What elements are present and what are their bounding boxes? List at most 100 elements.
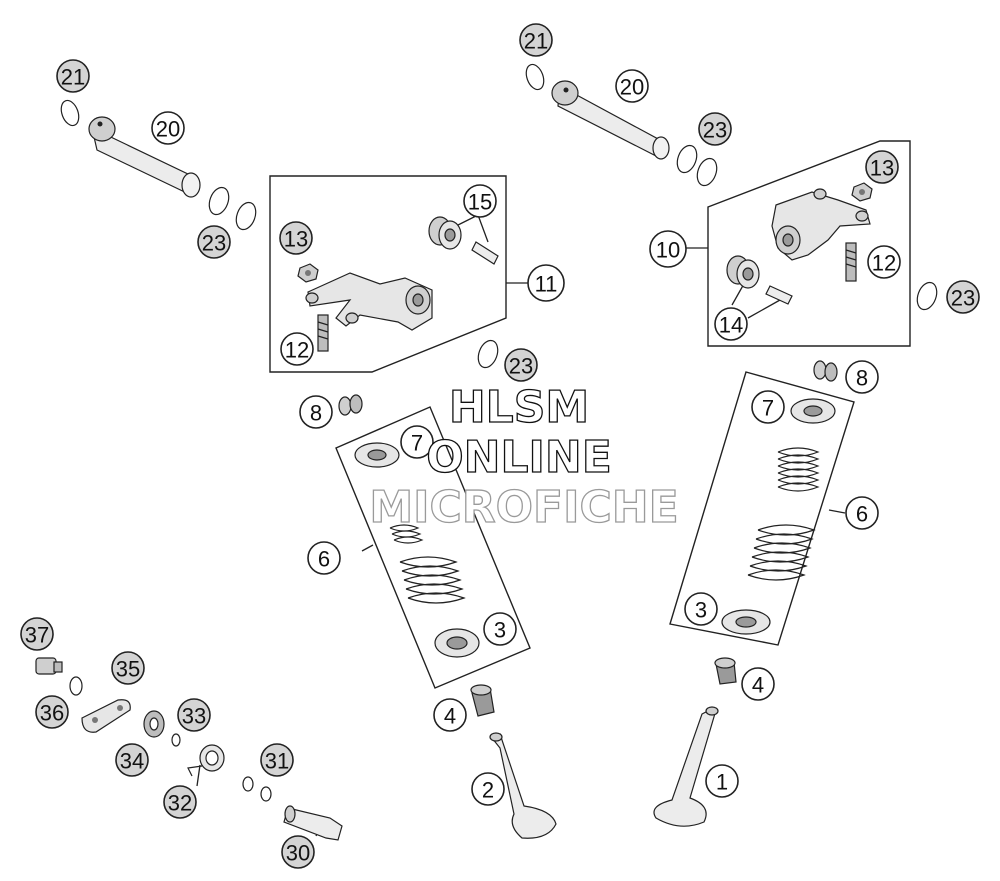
callout-8-right: 8 xyxy=(845,360,879,394)
svg-text:7: 7 xyxy=(762,396,774,421)
svg-text:10: 10 xyxy=(656,238,680,263)
adjust-screw-12-right xyxy=(845,242,857,282)
spring-seat-3-left xyxy=(434,628,480,658)
callout-33: 33 xyxy=(177,698,211,732)
svg-text:12: 12 xyxy=(285,338,309,363)
outer-spring-6-left xyxy=(399,556,466,604)
bushing-34 xyxy=(143,710,165,738)
svg-text:30: 30 xyxy=(286,841,310,866)
washer-23-mid xyxy=(477,339,499,369)
roller-15-left xyxy=(428,216,462,250)
shaft-30 xyxy=(283,805,343,841)
callout-31: 31 xyxy=(260,743,294,777)
rocker-arm-right xyxy=(771,188,871,261)
lever-35 xyxy=(81,699,131,733)
svg-text:6: 6 xyxy=(856,502,868,527)
svg-text:20: 20 xyxy=(156,117,180,142)
outer-spring-6-right xyxy=(747,524,816,581)
callout-36: 36 xyxy=(35,695,69,729)
svg-text:37: 37 xyxy=(25,623,49,648)
spring-retainer-7-left xyxy=(354,442,400,468)
svg-text:13: 13 xyxy=(284,227,308,252)
washers-23-left xyxy=(208,186,257,231)
callout-14: 14 xyxy=(714,307,748,341)
svg-text:36: 36 xyxy=(40,701,64,726)
callout-20-left: 20 xyxy=(151,111,185,145)
o-ring-21-right xyxy=(525,63,545,91)
callout-23-side-right: 23 xyxy=(946,280,980,314)
callout-21-right: 21 xyxy=(519,23,553,57)
svg-text:8: 8 xyxy=(856,366,868,391)
stem-seal-4-right xyxy=(714,657,737,685)
rocker-arm-right-frame xyxy=(707,140,911,347)
svg-text:33: 33 xyxy=(182,704,206,729)
inner-spring-6-right xyxy=(777,447,820,492)
spring-retainer-7-right xyxy=(790,398,836,424)
svg-text:14: 14 xyxy=(719,313,743,338)
washer-36 xyxy=(69,676,83,696)
o-ring-33 xyxy=(171,733,181,747)
svg-text:2: 2 xyxy=(482,778,494,803)
callout-30: 30 xyxy=(281,835,315,869)
svg-text:8: 8 xyxy=(310,401,322,426)
watermark: HLSM ONLINE MICROFICHE xyxy=(369,381,680,533)
svg-text:11: 11 xyxy=(535,272,558,297)
callout-32: 32 xyxy=(163,785,197,819)
svg-text:3: 3 xyxy=(695,598,707,623)
rocker-arm-left xyxy=(305,272,433,331)
spring-seat-3-right xyxy=(721,609,771,635)
callout-4-left: 4 xyxy=(433,698,467,732)
torsion-spring-32 xyxy=(187,744,225,777)
callout-4-right: 4 xyxy=(741,667,775,701)
callout-8-left: 8 xyxy=(299,395,333,429)
svg-text:21: 21 xyxy=(61,65,85,90)
svg-text:20: 20 xyxy=(620,75,644,100)
svg-text:12: 12 xyxy=(872,251,896,276)
callout-3-left: 3 xyxy=(483,612,517,646)
watermark-line-1: HLSM xyxy=(449,382,589,433)
callout-6-right: 6 xyxy=(845,496,879,530)
callout-21-left: 21 xyxy=(56,59,90,93)
nut-13-left xyxy=(297,263,319,283)
svg-text:15: 15 xyxy=(468,190,492,215)
callout-2: 2 xyxy=(471,772,505,806)
o-rings-31 xyxy=(242,776,272,802)
rocker-arm-left-frame xyxy=(269,175,507,373)
callout-20-right: 20 xyxy=(615,69,649,103)
stem-seal-4-left xyxy=(470,684,495,717)
callout-15: 15 xyxy=(463,184,497,218)
svg-text:4: 4 xyxy=(752,673,764,698)
svg-text:23: 23 xyxy=(951,286,975,311)
svg-text:23: 23 xyxy=(509,354,533,379)
svg-text:4: 4 xyxy=(444,704,456,729)
nut-13-right xyxy=(851,182,873,202)
callout-34: 34 xyxy=(115,743,149,777)
roller-pin-15-left xyxy=(471,241,499,265)
adjust-screw-12-left xyxy=(317,314,329,352)
callout-12-left: 12 xyxy=(280,332,314,366)
callout-11: 11 xyxy=(527,264,565,302)
callout-6-left: 6 xyxy=(307,541,341,575)
svg-text:3: 3 xyxy=(494,618,506,643)
callout-7-left: 7 xyxy=(400,425,434,459)
svg-text:35: 35 xyxy=(116,657,140,682)
callout-3-right: 3 xyxy=(684,592,718,626)
svg-text:31: 31 xyxy=(265,749,289,774)
svg-text:1: 1 xyxy=(716,770,728,795)
o-ring-21-left xyxy=(60,99,80,127)
callout-37: 37 xyxy=(20,617,54,651)
callout-35: 35 xyxy=(111,651,145,685)
svg-text:21: 21 xyxy=(524,29,548,54)
plug-37 xyxy=(35,657,63,675)
watermark-line-3: MICROFICHE xyxy=(369,482,678,533)
svg-text:6: 6 xyxy=(318,547,330,572)
callout-12-right: 12 xyxy=(867,245,901,279)
svg-text:23: 23 xyxy=(703,118,727,143)
callout-23-top-left: 23 xyxy=(197,225,231,259)
callout-13-right: 13 xyxy=(865,150,899,184)
callout-7-right: 7 xyxy=(751,390,785,424)
exhaust-valve-1 xyxy=(653,706,719,827)
watermark-line-2: ONLINE xyxy=(426,432,612,483)
svg-text:23: 23 xyxy=(202,231,226,256)
